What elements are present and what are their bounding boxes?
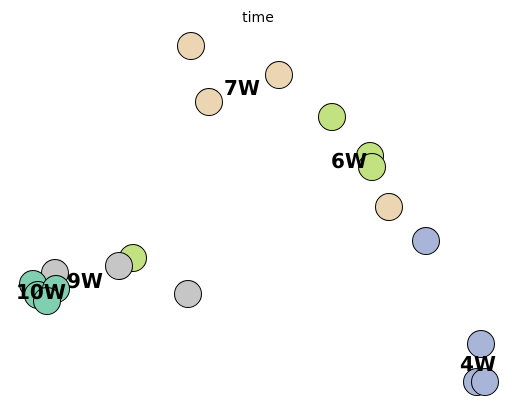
- scatter-point: [195, 88, 223, 116]
- scatter-point: [105, 252, 133, 280]
- cluster-label: 9W: [67, 269, 103, 293]
- cluster-label: 7W: [224, 76, 260, 100]
- scatter-point: [33, 287, 61, 315]
- scatter-point: [412, 227, 440, 255]
- scatter-point: [375, 193, 403, 221]
- scatter-point: [265, 61, 293, 89]
- cluster-label: 4W: [460, 352, 496, 376]
- scatter-point: [358, 153, 386, 181]
- scatter-point: [471, 368, 499, 396]
- scatter-point: [318, 103, 346, 131]
- scatter-point: [174, 280, 202, 308]
- points-layer: [19, 32, 499, 396]
- cluster-label: 10W: [16, 280, 66, 304]
- scatter-point: [467, 330, 495, 358]
- cluster-label: 6W: [331, 149, 367, 173]
- chart-title: time: [242, 10, 274, 26]
- scatter-point: [177, 32, 205, 60]
